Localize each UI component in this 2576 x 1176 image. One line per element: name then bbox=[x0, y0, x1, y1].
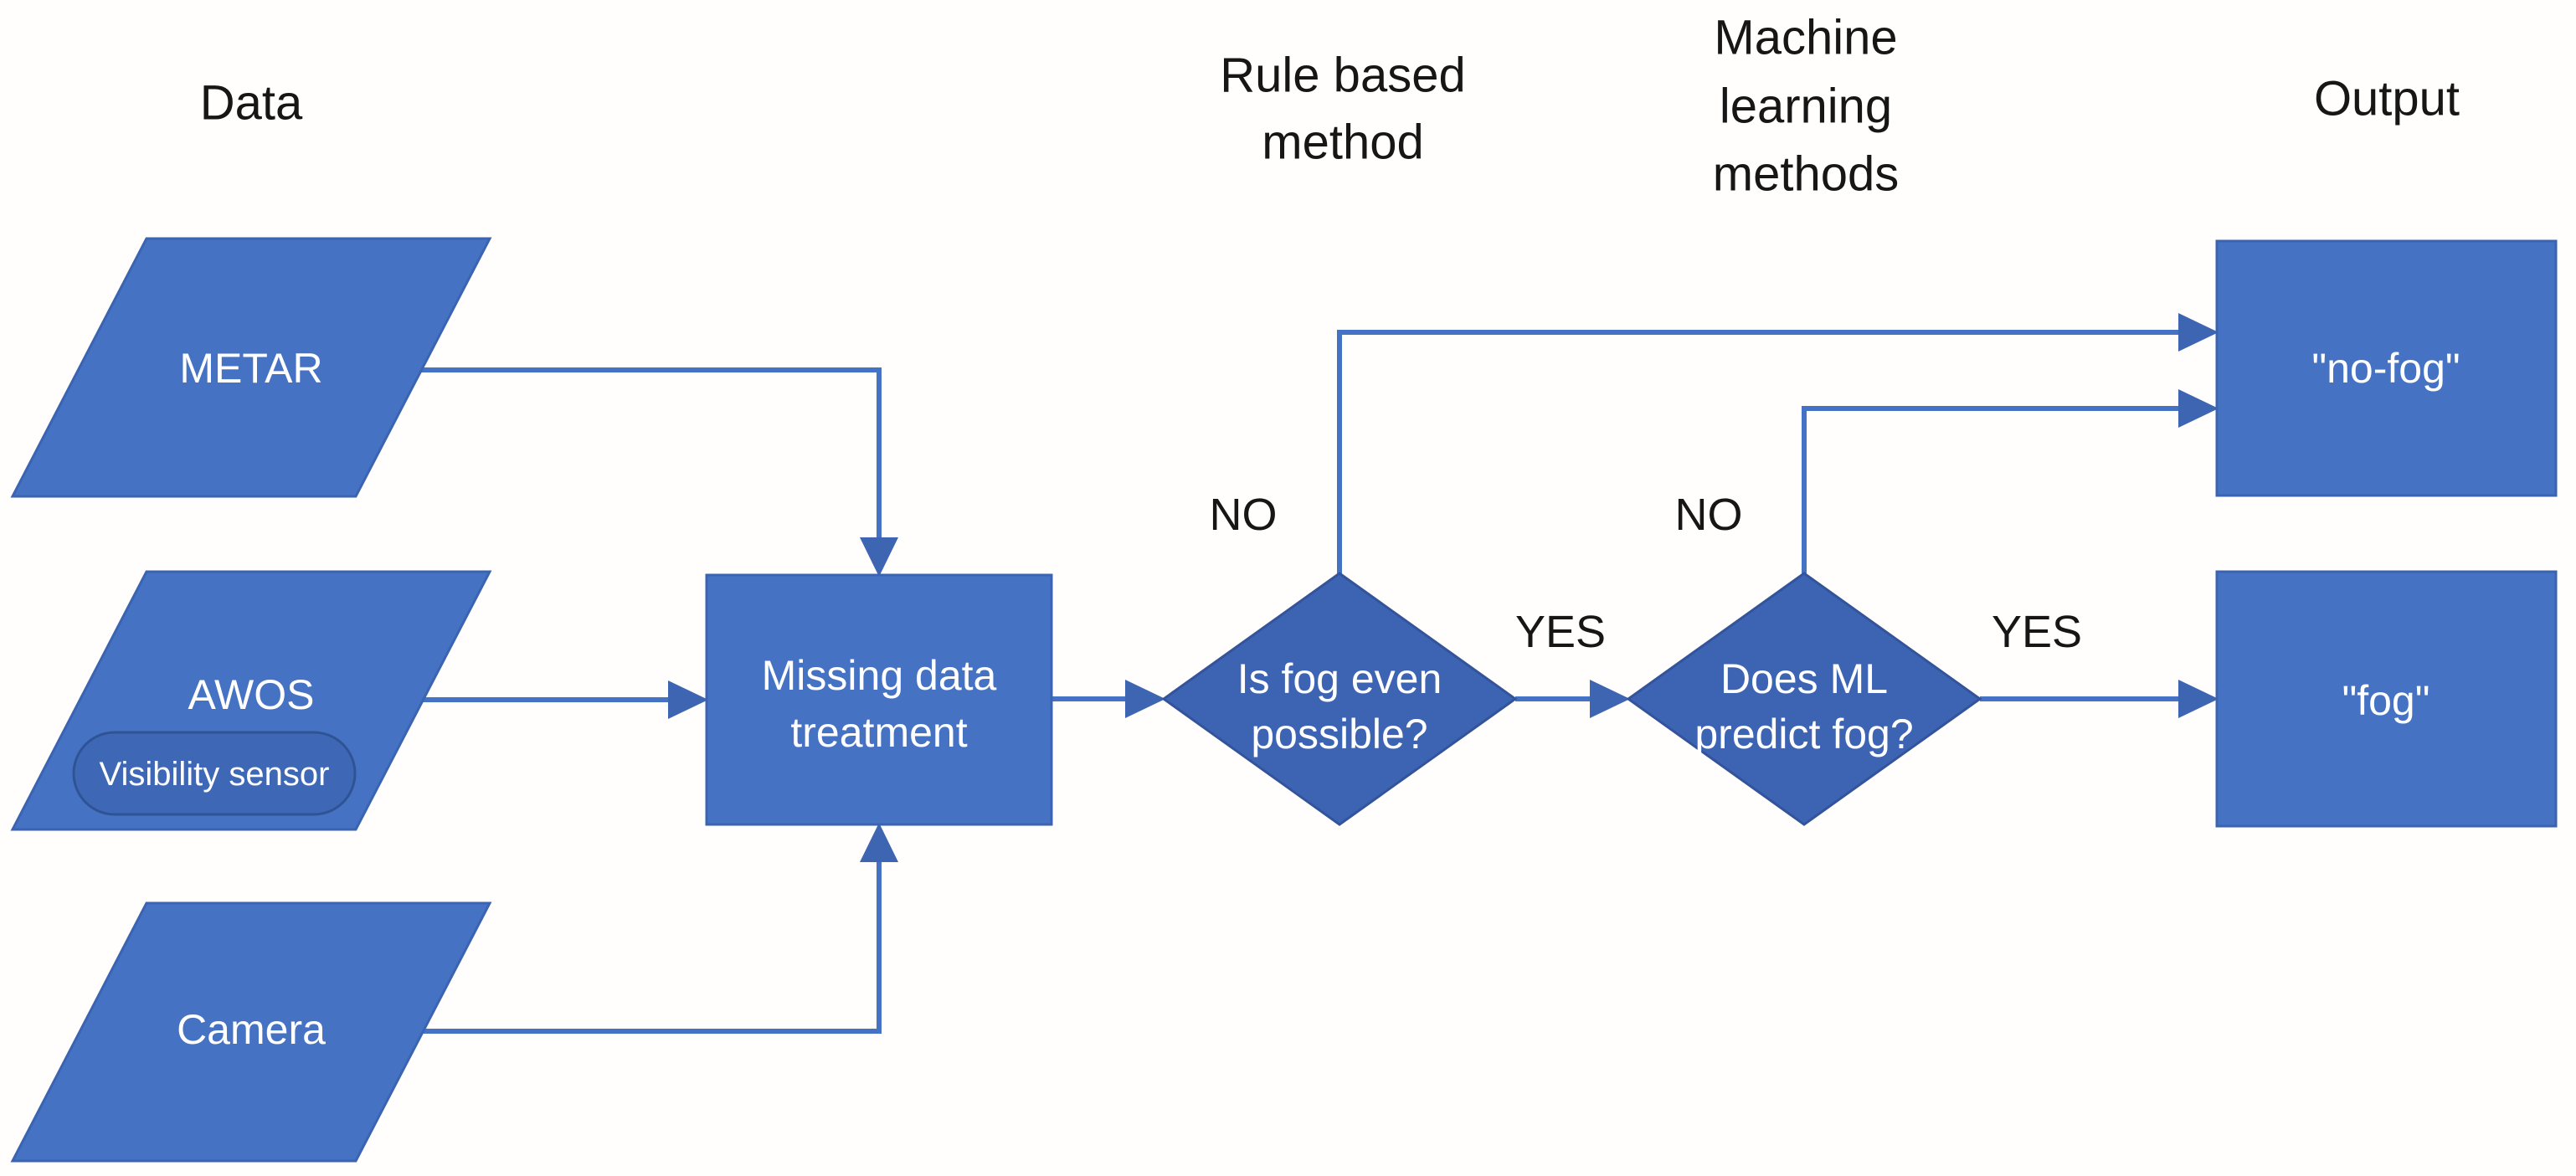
node-fog-output-label: "fog" bbox=[2342, 677, 2429, 724]
node-metar-parallelogram bbox=[10, 237, 492, 498]
column-header-rule-based-line1: Rule based bbox=[1220, 49, 1465, 103]
edge-fog-possible-no-to-nofog bbox=[1337, 330, 2178, 573]
node-camera-parallelogram bbox=[10, 901, 492, 1163]
node-no-fog-output-label: "no-fog" bbox=[2311, 345, 2460, 392]
node-fog-possible-diamond bbox=[1161, 572, 1518, 826]
edge-label-fog-possible-yes: YES bbox=[1515, 607, 1606, 657]
node-metar-label: METAR bbox=[179, 345, 322, 392]
edge-ml-no-to-nofog bbox=[1802, 406, 2178, 573]
node-awos-label: AWOS bbox=[188, 671, 315, 718]
column-header-ml-line3: methods bbox=[1713, 147, 1899, 202]
node-visibility-sensor-pill bbox=[72, 731, 357, 816]
column-header-rule-based-line2: method bbox=[1262, 116, 1423, 170]
node-missing-data-box bbox=[705, 573, 1053, 826]
arrowhead-nofog-lower bbox=[2178, 389, 2219, 428]
arrowhead-missing-left bbox=[668, 680, 708, 719]
node-missing-data-label-line1: Missing data bbox=[762, 652, 997, 699]
node-fog-possible-label-line2: possible? bbox=[1251, 711, 1427, 757]
node-fog-possible-label-line1: Is fog even bbox=[1237, 655, 1442, 702]
column-header-ml-line2: learning bbox=[1720, 80, 1892, 134]
edge-label-ml-predict-no: NO bbox=[1675, 490, 1743, 540]
arrowhead-missing-bottom bbox=[860, 823, 898, 862]
node-missing-data-label-line2: treatment bbox=[790, 709, 967, 756]
node-fog-output-box bbox=[2215, 570, 2558, 828]
edge-camera-to-missing bbox=[423, 860, 882, 1034]
arrowhead-fog-possible-left bbox=[1125, 680, 1165, 718]
node-no-fog-output-box bbox=[2215, 239, 2558, 497]
arrowhead-ml-predict-left bbox=[1590, 680, 1630, 718]
node-ml-predict-label-line1: Does ML bbox=[1720, 655, 1888, 702]
arrowhead-nofog-upper bbox=[2178, 313, 2219, 352]
node-ml-predict-diamond bbox=[1626, 572, 1982, 826]
edge-label-ml-predict-yes: YES bbox=[1992, 607, 2082, 657]
column-header-ml-line1: Machine bbox=[1714, 11, 1897, 65]
node-visibility-sensor-label: Visibility sensor bbox=[100, 756, 330, 793]
column-header-output: Output bbox=[2314, 72, 2460, 126]
arrowhead-fog-left bbox=[2178, 680, 2219, 718]
column-header-data: Data bbox=[200, 76, 303, 131]
arrowhead-missing-top bbox=[860, 537, 898, 577]
edge-metar-to-missing bbox=[419, 367, 882, 539]
node-camera-label: Camera bbox=[177, 1006, 326, 1053]
node-ml-predict-label-line2: predict fog? bbox=[1694, 711, 1913, 757]
edge-label-fog-possible-no: NO bbox=[1210, 490, 1278, 540]
